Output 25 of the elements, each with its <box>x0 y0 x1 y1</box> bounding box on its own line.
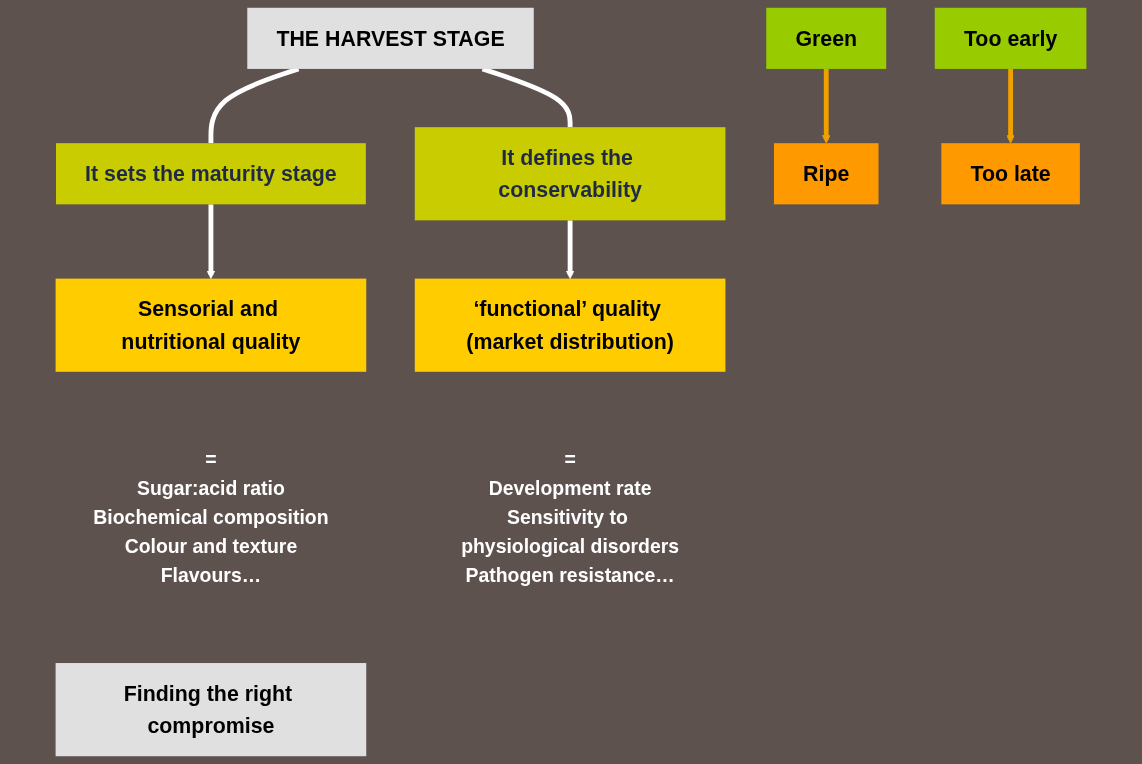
node-box: Too late <box>941 143 1080 205</box>
node-label: = <box>564 448 576 470</box>
node-box: Green <box>766 7 887 69</box>
node-label: Sensitivity to physiological disorders <box>461 506 680 558</box>
node-box: It defines the conservability <box>414 127 726 221</box>
node-box: THE HARVEST STAGE <box>247 7 534 69</box>
connector <box>481 66 573 128</box>
node-box: ‘functional’ quality (market distribution) <box>414 278 726 372</box>
node-label: Pathogen resistance… <box>465 564 675 587</box>
node-label: = <box>205 448 217 470</box>
node-label: Flavours… <box>160 564 262 587</box>
node-box: It sets the maturity stage <box>56 143 366 205</box>
node-box: Sensorial and nutritional quality <box>55 278 367 372</box>
node-label: Biochemical composition <box>93 506 329 529</box>
connector <box>208 66 300 144</box>
node-label: Colour and texture <box>124 535 298 558</box>
node-label: Sugar:acid ratio <box>137 477 285 499</box>
node-box: Finding the right compromise <box>55 663 367 757</box>
node-label: Development rate <box>488 477 652 499</box>
arrow <box>206 204 216 279</box>
arrow <box>565 220 575 279</box>
arrow <box>1006 68 1015 144</box>
node-box: Too early <box>934 7 1087 69</box>
node-box: Ripe <box>774 143 879 205</box>
arrow <box>821 68 831 144</box>
